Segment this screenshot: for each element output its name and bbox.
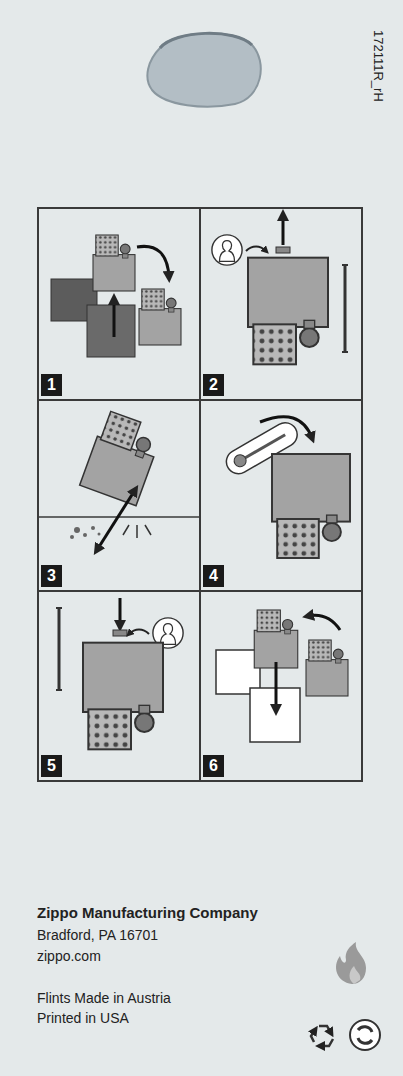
footer-text: Bradford, PA 16701 [37, 927, 158, 943]
step-panel: 1 [37, 207, 201, 401]
step-number: 4 [203, 565, 224, 587]
step-number: 1 [41, 374, 62, 396]
footer-text: Zippo Manufacturing Company [37, 904, 258, 921]
footer-text: zippo.com [37, 948, 101, 964]
footer-text: Printed in USA [37, 1010, 129, 1026]
step-number: 2 [203, 374, 224, 396]
code-number: 172111R_rH [371, 30, 386, 102]
step-panel: 2 [199, 207, 363, 401]
step-number: 6 [203, 755, 224, 777]
step-panel: 3 [37, 399, 201, 592]
step-panel: 5 [37, 590, 201, 782]
step-number: 3 [41, 565, 62, 587]
step-number: 5 [41, 755, 62, 777]
step-panel: 6 [199, 590, 363, 782]
footer-text: Flints Made in Austria [37, 990, 171, 1006]
step-panel: 4 [199, 399, 363, 592]
